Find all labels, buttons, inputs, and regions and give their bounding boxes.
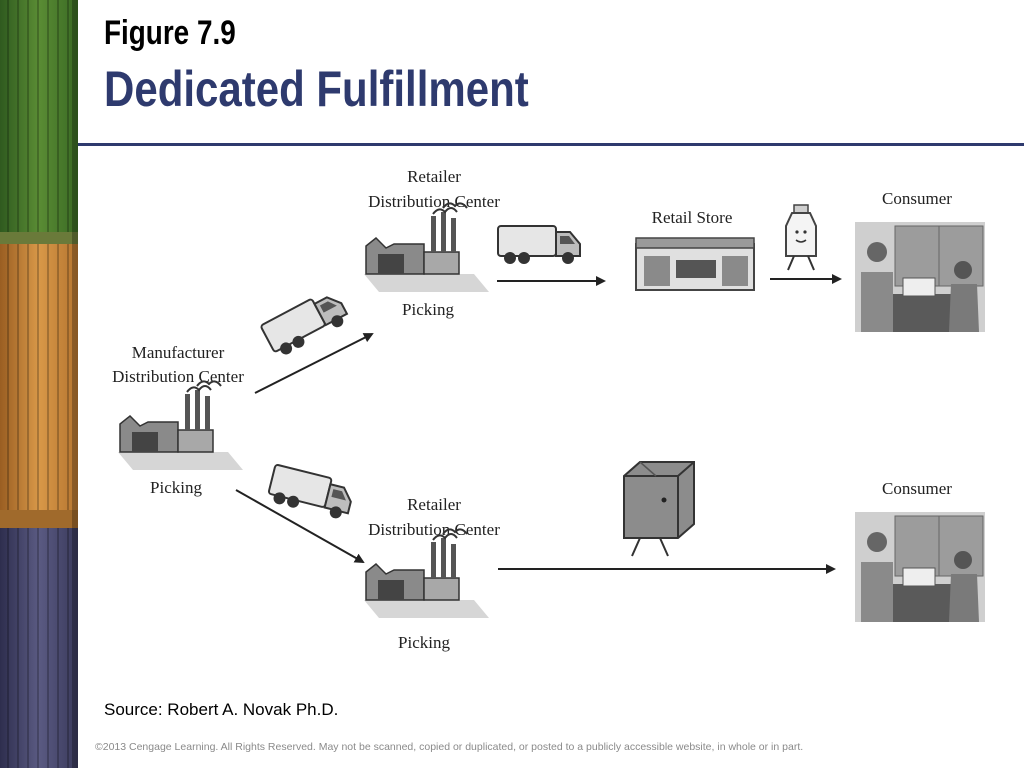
consumer-checkout-icon (854, 511, 986, 623)
manufacturer-label-line2: Distribution Center (112, 367, 244, 386)
arrow-to-retailer-bottom (235, 489, 365, 563)
retailer-top-label-line1: Retailer (407, 167, 461, 186)
shipping-containers-image (0, 0, 78, 768)
decorative-sidebar (0, 0, 78, 768)
arrow-to-retailer-top (254, 333, 374, 394)
retailer-bottom-label-line1: Retailer (407, 495, 461, 514)
header-divider (78, 143, 1024, 146)
manufacturer-picking-label: Picking (150, 478, 202, 497)
package-icon (623, 461, 695, 557)
fulfillment-diagram: Manufacturer Distribution Center Picking… (112, 167, 986, 652)
truck-icon (259, 286, 352, 361)
consumer-bottom-label: Consumer (882, 479, 952, 498)
page-title: Dedicated Fulfillment (104, 61, 529, 117)
retailer-top-picking-label: Picking (402, 300, 454, 319)
truck-icon (265, 463, 357, 523)
retailer-bottom-label-line2: Distribution Center (368, 520, 500, 539)
manufacturer-label-line1: Manufacturer (132, 343, 225, 362)
source-citation: Source: Robert A. Novak Ph.D. (104, 700, 339, 719)
retail-store-label: Retail Store (652, 208, 733, 227)
milk-bottle-icon (785, 204, 817, 271)
consumer-top-label: Consumer (882, 189, 952, 208)
factory-icon (363, 528, 490, 619)
consumer-checkout-icon (854, 221, 986, 333)
store-icon (635, 237, 755, 291)
retailer-bottom-picking-label: Picking (398, 633, 450, 652)
retailer-top-label-line2: Distribution Center (368, 192, 500, 211)
factory-icon (363, 202, 490, 293)
copyright-notice: ©2013 Cengage Learning. All Rights Reser… (95, 741, 804, 753)
factory-icon (117, 380, 244, 471)
truck-icon (497, 225, 581, 265)
figure-number: Figure 7.9 (104, 14, 236, 52)
